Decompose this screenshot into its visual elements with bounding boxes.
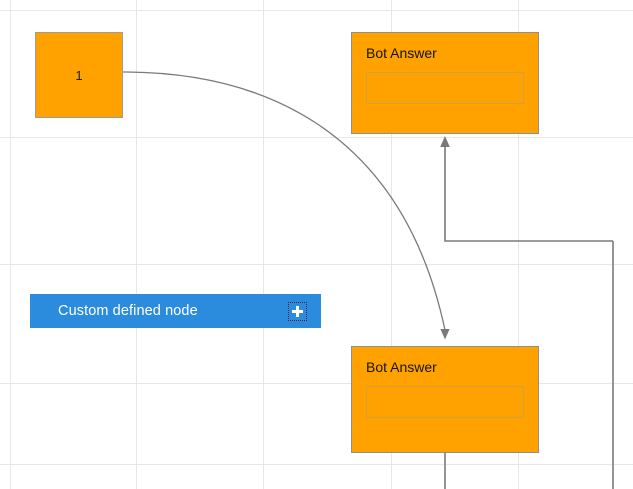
node-custom-defined[interactable]: Custom defined node: [30, 294, 321, 328]
node-bot-answer-top-slot[interactable]: [366, 72, 524, 105]
node-square-1[interactable]: 1: [35, 32, 123, 118]
node-bot-answer-top[interactable]: Bot Answer: [351, 32, 539, 134]
plus-icon[interactable]: [288, 301, 307, 321]
node-custom-defined-label: Custom defined node: [58, 303, 198, 319]
connector-orthogonal-to-bot-answer-top: [444, 146, 613, 242]
node-bot-answer-bottom-title: Bot Answer: [366, 359, 437, 375]
node-bot-answer-bottom-slot[interactable]: [366, 386, 524, 419]
node-square-1-label: 1: [75, 67, 83, 83]
connector-curved-arrowhead: [440, 329, 450, 340]
node-bot-answer-bottom[interactable]: Bot Answer: [351, 346, 539, 453]
node-bot-answer-top-title: Bot Answer: [366, 45, 437, 61]
connector-orthogonal-arrowhead: [440, 136, 450, 147]
